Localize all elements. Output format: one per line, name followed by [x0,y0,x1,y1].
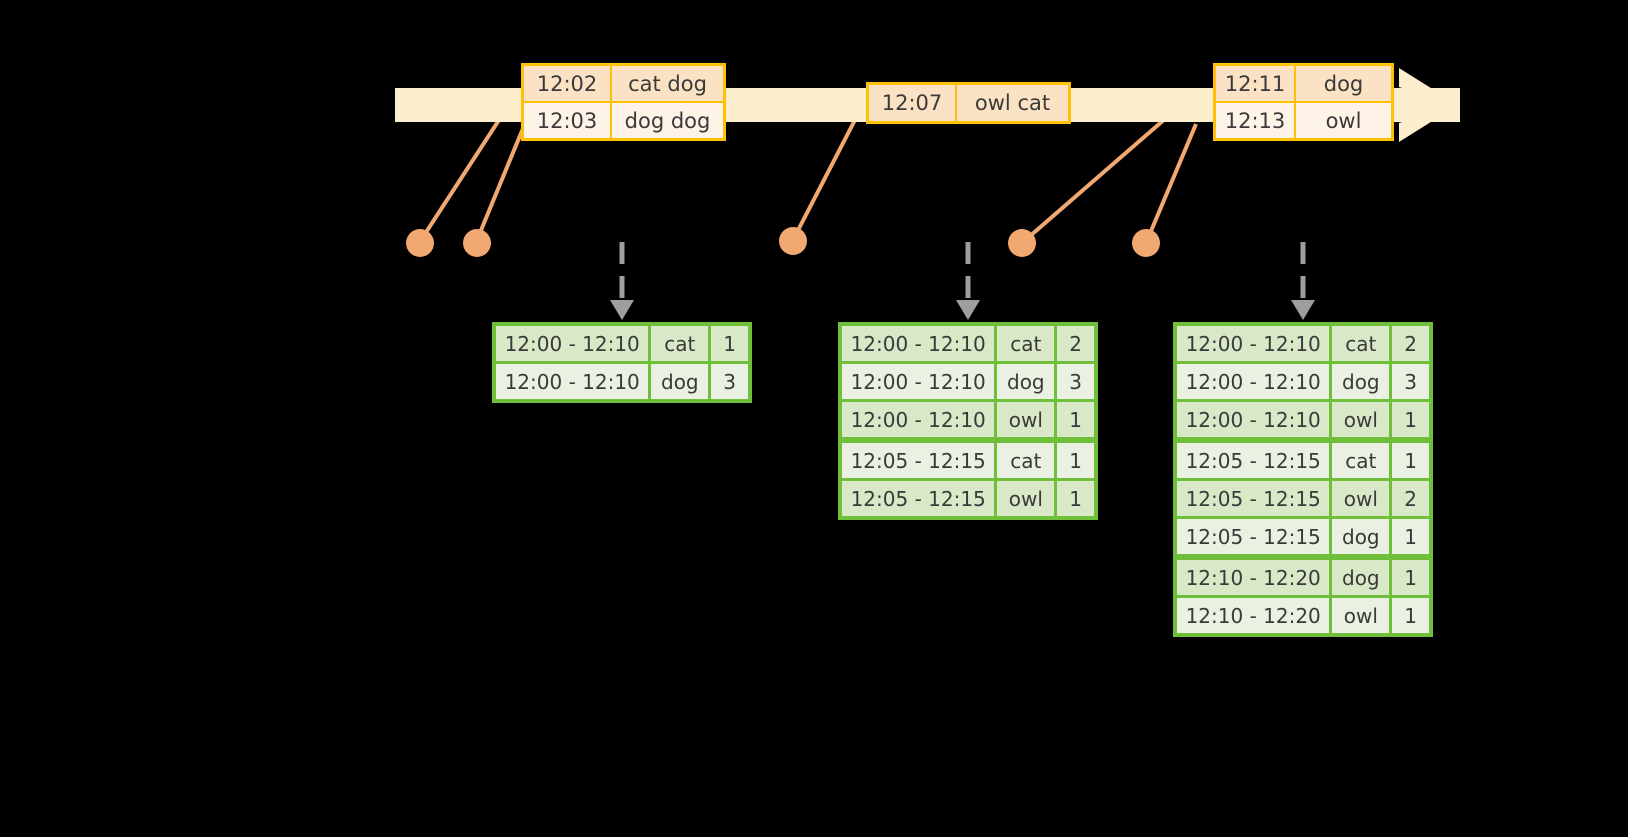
table-row: 12:05 - 12:15 cat 1 [1177,443,1429,478]
result-table-2: 12:00 - 12:10 cat 2 12:00 - 12:10 dog 3 … [838,322,1098,520]
count-cell: 2 [1057,326,1094,361]
window-cell: 12:00 - 12:10 [842,326,995,361]
dashed-arrow-3 [1291,242,1315,320]
count-cell: 2 [1392,326,1429,361]
event-time: 12:02 [524,66,612,101]
word-cell: owl [1332,598,1390,633]
window-cell: 12:05 - 12:15 [842,443,995,478]
window-cell: 12:00 - 12:10 [496,364,649,399]
event-words: dog [1323,71,1364,96]
count-cell: 3 [1057,364,1094,399]
trigger-dot-4 [1008,229,1036,257]
count-cell: 1 [711,326,748,361]
table-row: 12:05 - 12:15 owl 2 [1177,481,1429,516]
window-cell: 12:10 - 12:20 [1177,598,1330,633]
window-cell: 12:00 - 12:10 [842,364,995,399]
table-row: 12:00 - 12:10 cat 1 [496,326,748,361]
trigger-dot-3 [779,227,807,255]
table-row: 12:00 - 12:10 owl 1 [842,402,1094,437]
word-cell: cat [651,326,709,361]
window-cell: 12:00 - 12:10 [1177,402,1330,437]
table-row: 12:05 - 12:15 dog 1 [1177,519,1429,554]
window-cell: 12:10 - 12:20 [1177,560,1330,595]
window-cell: 12:05 - 12:15 [842,481,995,516]
event-words: owl [1325,108,1362,133]
table-row: 12:00 - 12:10 cat 2 [842,326,1094,361]
window-cell: 12:00 - 12:10 [842,402,995,437]
count-cell: 3 [1392,364,1429,399]
event-row[interactable]: 12:03 dog dog [524,101,723,138]
word-cell: owl [997,481,1055,516]
count-cell: 3 [711,364,748,399]
event-row[interactable]: 12:11 dog [1216,66,1391,101]
connector-line-3 [791,117,858,241]
event-time: 12:07 [869,85,957,121]
trigger-dot-2 [463,229,491,257]
word-cell: owl [997,402,1055,437]
event-row[interactable]: 12:02 cat dog [524,66,723,101]
trigger-dot-1 [406,229,434,257]
diagram-title: Windowed word count over an event-time t… [0,0,1,1]
word-cell: cat [1332,326,1390,361]
event-row[interactable]: 12:07 owl cat [869,85,1068,121]
connector-line-2 [475,125,526,241]
count-cell: 1 [1392,402,1429,437]
result-table-1: 12:00 - 12:10 cat 1 12:00 - 12:10 dog 3 [492,322,752,403]
word-cell: cat [1332,443,1390,478]
word-cell: dog [1332,560,1390,595]
window-cell: 12:05 - 12:15 [1177,481,1330,516]
table-row: 12:05 - 12:15 cat 1 [842,443,1094,478]
event-box-2[interactable]: 12:07 owl cat [866,82,1071,124]
window-cell: 12:00 - 12:10 [496,326,649,361]
count-cell: 1 [1392,598,1429,633]
event-time: 12:03 [524,103,612,138]
result-table-3: 12:00 - 12:10 cat 2 12:00 - 12:10 dog 3 … [1173,322,1433,637]
table-row: 12:05 - 12:15 owl 1 [842,481,1094,516]
count-cell: 1 [1057,443,1094,478]
count-cell: 1 [1392,519,1429,554]
event-row[interactable]: 12:13 owl [1216,101,1391,138]
event-box-1[interactable]: 12:02 cat dog 12:03 dog dog [521,63,726,141]
trigger-dot-5 [1132,229,1160,257]
event-words: cat dog [628,71,707,96]
table-row: 12:00 - 12:10 dog 3 [496,364,748,399]
count-cell: 1 [1057,402,1094,437]
timeline-arrow-wing [1398,68,1420,142]
word-cell: owl [1332,481,1390,516]
table-row: 12:00 - 12:10 dog 3 [842,364,1094,399]
table-row: 12:00 - 12:10 cat 2 [1177,326,1429,361]
table-row: 12:10 - 12:20 dog 1 [1177,560,1429,595]
word-cell: owl [1332,402,1390,437]
word-cell: dog [1332,519,1390,554]
window-cell: 12:05 - 12:15 [1177,519,1330,554]
table-row: 12:00 - 12:10 owl 1 [1177,402,1429,437]
event-time: 12:13 [1216,103,1296,138]
window-cell: 12:05 - 12:15 [1177,443,1330,478]
count-cell: 1 [1392,560,1429,595]
dashed-arrow-2 [956,242,980,320]
window-cell: 12:00 - 12:10 [1177,326,1330,361]
window-cell: 12:00 - 12:10 [1177,364,1330,399]
count-cell: 1 [1057,481,1094,516]
word-cell: dog [997,364,1055,399]
word-cell: dog [651,364,709,399]
word-cell: cat [997,326,1055,361]
event-time: 12:11 [1216,66,1296,101]
word-cell: dog [1332,364,1390,399]
event-words: owl cat [974,91,1051,115]
table-row: 12:10 - 12:20 owl 1 [1177,598,1429,633]
dashed-arrow-1 [610,242,634,320]
connector-line-5 [1144,123,1198,244]
word-cell: cat [997,443,1055,478]
event-words: dog dog [624,108,711,133]
table-row: 12:00 - 12:10 dog 3 [1177,364,1429,399]
count-cell: 1 [1392,443,1429,478]
event-box-3[interactable]: 12:11 dog 12:13 owl [1213,63,1394,141]
count-cell: 2 [1392,481,1429,516]
